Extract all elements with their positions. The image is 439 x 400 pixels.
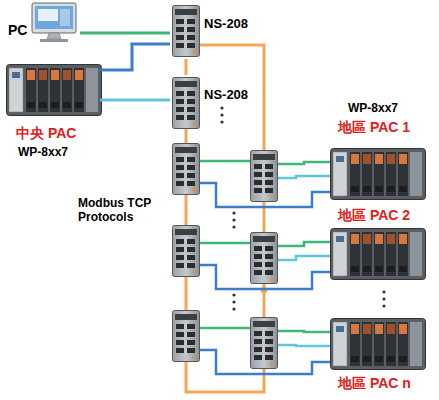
switch-device [173, 311, 200, 362]
node-label: 地區 PAC 2 [338, 207, 410, 223]
regional-pac-device [331, 229, 426, 280]
protocol-label: Modbus TCP Protocols [78, 197, 170, 225]
switch-device [173, 78, 200, 129]
text-holder: 中央 PAC [16, 124, 76, 142]
text-holder: 地區 PAC n [338, 374, 411, 392]
text-holder: WP-8xx7 [348, 98, 398, 116]
text-holder: PC [8, 21, 27, 39]
switch-node: NS-208 [170, 75, 270, 131]
node-label: 地區 PAC n [338, 375, 411, 391]
network-cable [100, 99, 170, 102]
network-cable [100, 44, 170, 70]
label-holder: Modbus TCP Protocols [78, 197, 170, 225]
switch-node: NS-208 [170, 3, 270, 59]
switch-device [251, 318, 278, 369]
switch-device [251, 233, 278, 284]
switch-device [173, 226, 200, 277]
node-label: NS-208 [204, 88, 248, 103]
node-label: WP-8xx7 [18, 146, 68, 160]
ellipsis-dots [220, 106, 385, 310]
pc-icon [32, 3, 76, 42]
regional-pac-node: 地區 PAC n [326, 316, 434, 396]
text-holder: NS-208 [204, 14, 248, 32]
central-pac-node: 中央 PAC WP-8xx7 [4, 58, 100, 163]
node-label: 地區 PAC 1 [338, 119, 410, 135]
node-label: PC [8, 22, 27, 38]
text-holder: NS-208 [204, 85, 248, 103]
regional-pac-node: WP-8xx7 地區 PAC 1 [326, 96, 434, 202]
network-cable [185, 59, 188, 75]
switch-device [173, 6, 200, 57]
node-label: NS-208 [204, 17, 248, 32]
switch-device [251, 151, 278, 202]
text-holder: WP-8xx7 [18, 142, 68, 160]
text-holder: 地區 PAC 1 [338, 118, 410, 136]
regional-pac-device [331, 319, 426, 370]
regional-pac-device [331, 149, 426, 200]
regional-pac-node: 地區 PAC 2 [326, 204, 434, 282]
text-holder: 地區 PAC 2 [338, 206, 410, 224]
node-label: 中央 PAC [16, 125, 76, 141]
switch-device [173, 144, 200, 195]
node-label: WP-8xx7 [348, 102, 398, 116]
central-pac-device [7, 65, 102, 116]
pc-node: PC [5, 2, 80, 48]
network-cable [80, 32, 170, 35]
